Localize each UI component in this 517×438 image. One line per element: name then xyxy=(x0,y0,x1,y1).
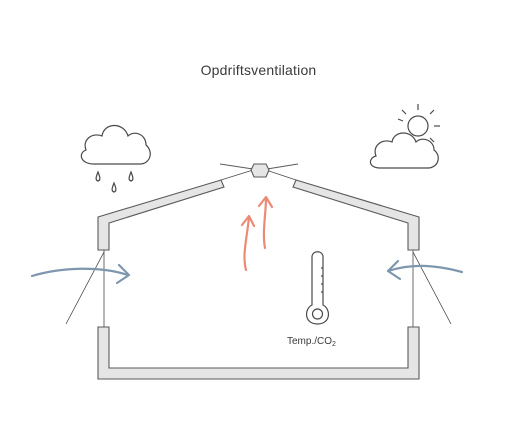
sensor-label-subscript: 2 xyxy=(332,341,336,348)
warm-air-arrow-2 xyxy=(262,196,268,250)
inflow-arrow-left xyxy=(30,267,130,278)
thermometer-icon xyxy=(306,251,329,325)
warm-air-arrow-1 xyxy=(243,215,251,272)
building xyxy=(97,179,420,380)
ridge-vent xyxy=(219,163,299,178)
cloud-rain-icon xyxy=(80,124,151,193)
warm-air-arrow-1-head xyxy=(240,214,256,228)
diagram-title: Opdriftsventilation xyxy=(200,62,317,78)
inflow-arrow-right-head xyxy=(386,259,402,281)
inflow-arrow-right xyxy=(386,264,464,274)
roof-right xyxy=(292,179,420,251)
roof-left xyxy=(97,179,225,251)
warm-air-arrow-2-head xyxy=(257,195,274,209)
inflow-arrow-left-head xyxy=(115,263,131,285)
sensor-label: Temp./CO2 xyxy=(287,336,336,348)
sensor-label-main: Temp./CO xyxy=(287,336,333,347)
structure-lines xyxy=(65,169,452,327)
warm-air-arrows xyxy=(240,195,274,272)
floor-walls xyxy=(97,326,420,380)
cloud-sun-icon xyxy=(369,104,440,169)
inflow-arrows xyxy=(30,259,464,285)
